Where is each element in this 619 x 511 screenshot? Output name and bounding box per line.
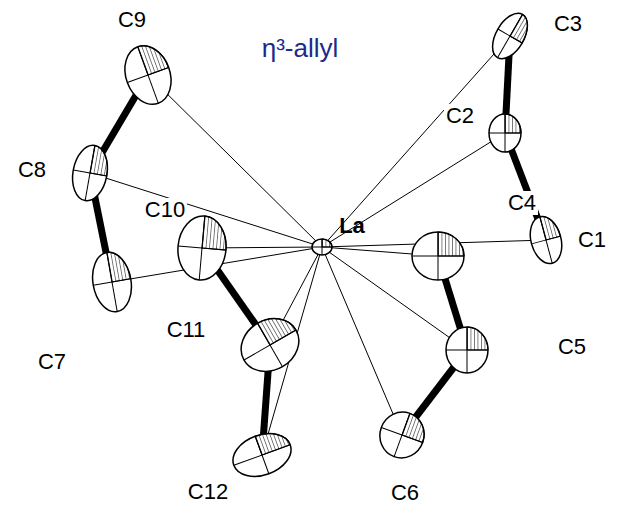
atom-label: La (337, 214, 367, 238)
atom-label: C9 (116, 8, 148, 32)
title-label: η³-allyl (260, 34, 341, 62)
atom-label: C3 (552, 12, 584, 36)
la-carbon-contacts (90, 36, 546, 455)
atom-label: C1 (576, 228, 608, 252)
atom-label: C2 (444, 104, 476, 128)
atom-label: C12 (186, 480, 230, 504)
atom-label: C5 (556, 335, 588, 359)
atom-label: C8 (16, 158, 48, 182)
atom-label: C4 (506, 191, 538, 215)
atom-label: C6 (389, 481, 421, 505)
atom-label: C7 (36, 350, 68, 374)
thermal-ellipsoids (68, 7, 566, 484)
carbon-bonds (90, 36, 546, 455)
atom-label: C10 (143, 198, 187, 222)
atom-label: C11 (165, 318, 208, 342)
